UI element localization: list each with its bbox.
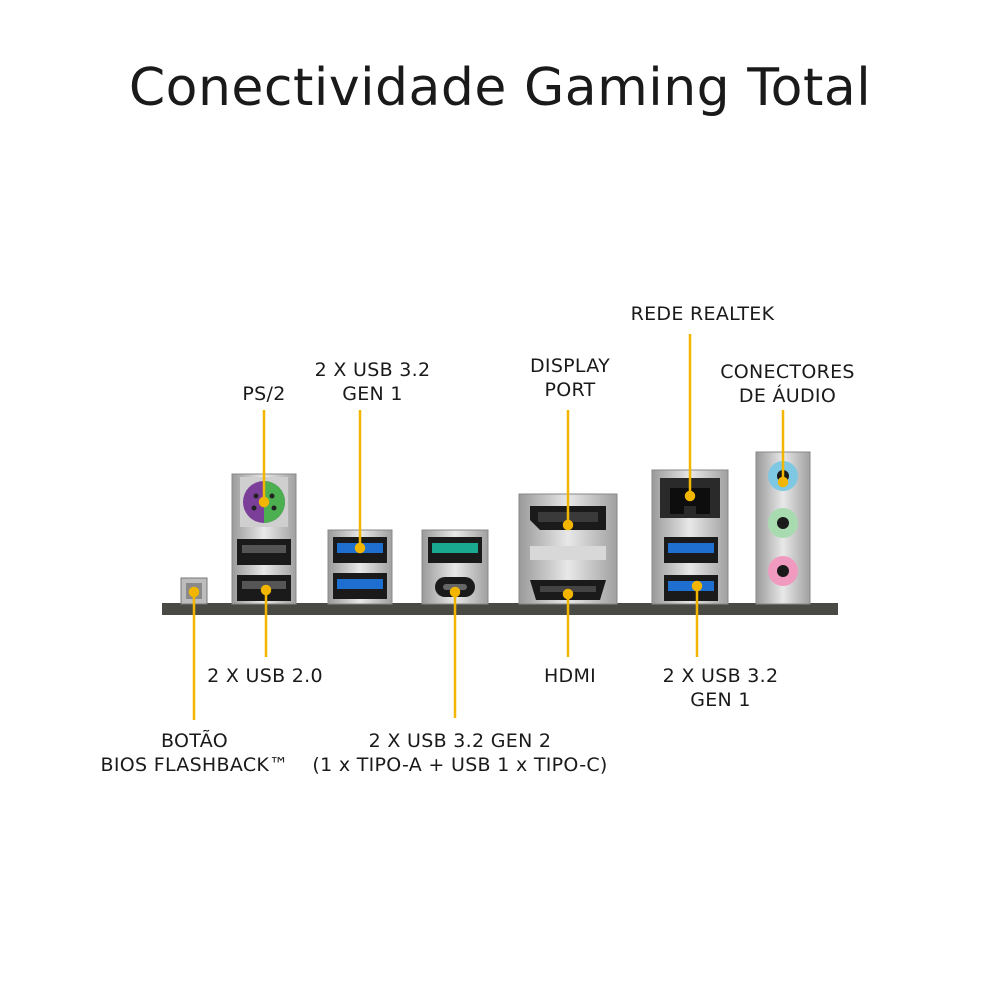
ps2-usb20-stack <box>231 473 297 605</box>
label-usb32-gen2: 2 X USB 3.2 GEN 2(1 x TIPO-A + USB 1 x T… <box>312 730 608 776</box>
audio-jack-stack <box>755 451 811 605</box>
label-ps2: PS/2 <box>242 383 286 405</box>
page-title: Conectividade Gaming Total <box>128 58 872 118</box>
leader-lines <box>188 334 789 720</box>
label-hdmi: HDMI <box>543 665 597 687</box>
motherboard-edge <box>162 603 838 615</box>
label-rede-realtek: REDE REALTEK <box>630 303 775 325</box>
usb32-gen1-stack-left <box>327 529 393 605</box>
label-usb20: 2 X USB 2.0 <box>207 665 323 687</box>
